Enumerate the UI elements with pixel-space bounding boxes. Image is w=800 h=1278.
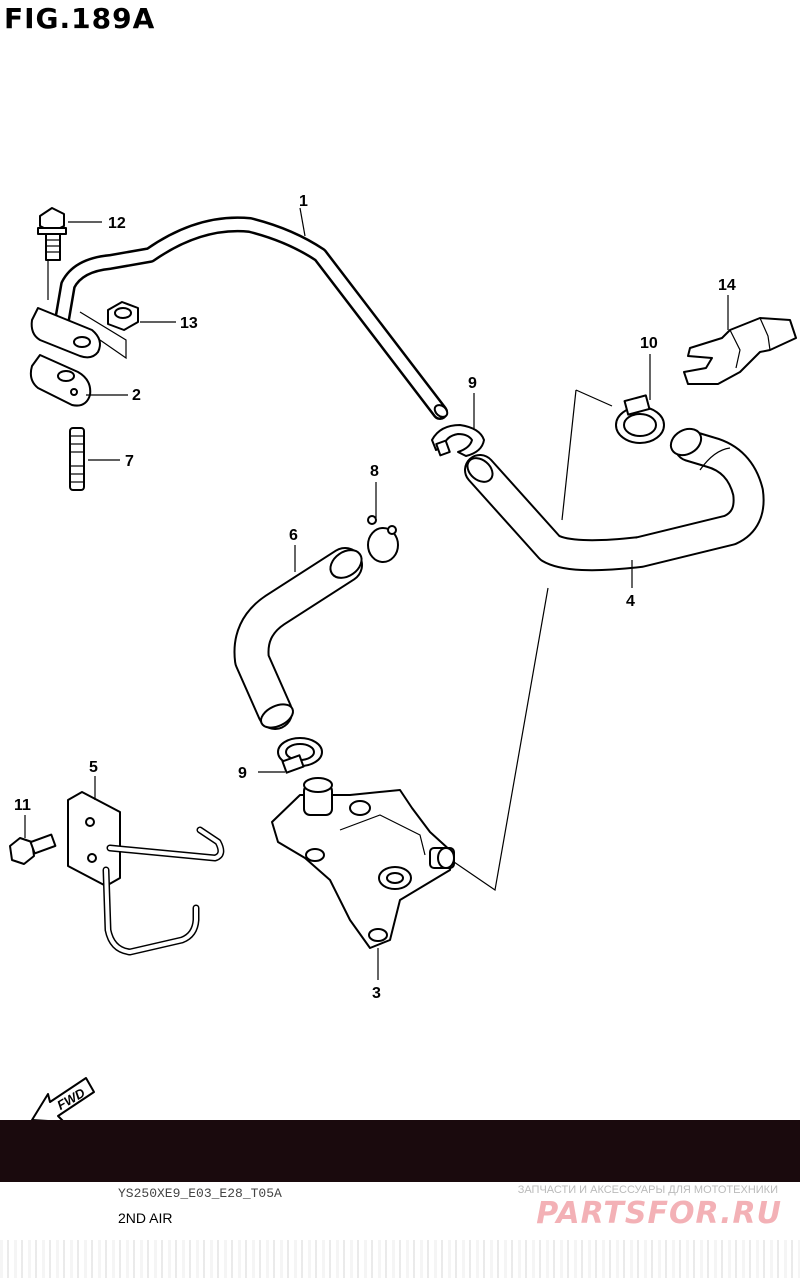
callout-5: 5 <box>89 759 98 776</box>
part-1-pipe[interactable] <box>54 216 450 420</box>
section-name: 2ND AIR <box>118 1210 173 1226</box>
part-5-bracket[interactable] <box>67 791 225 956</box>
callout-2: 2 <box>132 387 141 404</box>
callout-13: 13 <box>180 315 198 332</box>
callout-8: 8 <box>370 463 379 480</box>
watermark-logo: PARTSFOR.RU <box>536 1196 782 1231</box>
figure-title: FIG.189A <box>4 2 156 35</box>
watermark-tagline: ЗАПЧАСТИ И АКСЕССУАРЫ ДЛЯ МОТОТЕХНИКИ <box>517 1184 778 1196</box>
fwd-arrow: FWD <box>31 1077 95 1123</box>
part-3-valve[interactable] <box>271 777 455 949</box>
part-9-clamp-upper[interactable] <box>431 424 485 457</box>
part-2-gasket[interactable] <box>29 354 92 407</box>
callout-1: 1 <box>299 193 308 210</box>
callout-4: 4 <box>626 593 635 610</box>
part-6-hose[interactable] <box>233 544 366 732</box>
part-14-holder[interactable] <box>683 317 797 385</box>
callout-14: 14 <box>718 277 736 294</box>
callout-9-lower: 9 <box>238 765 247 782</box>
callout-11: 11 <box>14 797 31 814</box>
callout-3: 3 <box>372 985 381 1002</box>
part-12-bolt[interactable] <box>37 207 67 261</box>
leader-lines <box>24 207 729 980</box>
callout-7: 7 <box>125 453 134 470</box>
callout-9-upper: 9 <box>468 375 477 392</box>
pipe-flange <box>30 307 101 359</box>
callout-6: 6 <box>289 527 298 544</box>
part-13-nut[interactable] <box>107 301 139 331</box>
part-4-hose[interactable] <box>463 424 765 572</box>
model-code: YS250XE9_E03_E28_T05A <box>118 1186 282 1201</box>
part-10-clamp[interactable] <box>615 394 665 444</box>
part-7-stud[interactable] <box>69 427 85 491</box>
callout-12: 12 <box>108 215 126 232</box>
scan-noise <box>0 1240 800 1278</box>
part-9-clamp-lower[interactable] <box>277 737 323 774</box>
part-8-plate[interactable] <box>367 515 399 563</box>
callout-10: 10 <box>640 335 658 352</box>
part-11-bolt[interactable] <box>9 833 57 865</box>
dark-band <box>0 1120 800 1182</box>
